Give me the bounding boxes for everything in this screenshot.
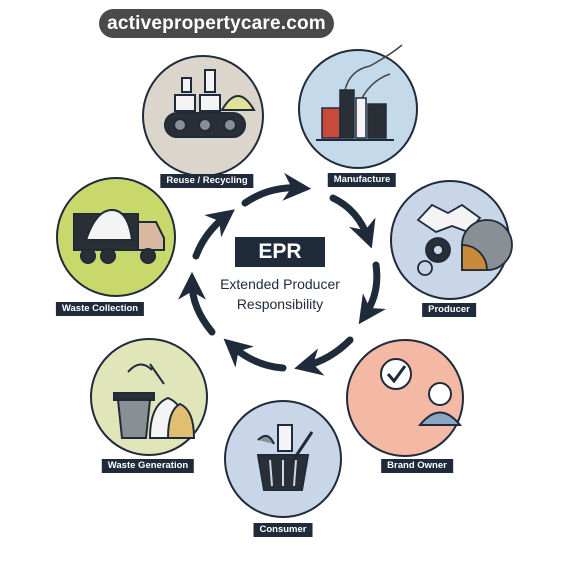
cycle-arrow — [178, 271, 216, 336]
center-subtitle-line1: Extended Producer — [220, 276, 340, 292]
cycle-arrow — [223, 338, 287, 372]
node-waste-collection — [56, 177, 176, 297]
node-manufacture — [298, 44, 418, 169]
label-brand-owner: Brand Owner — [381, 459, 453, 473]
label-manufacture: Manufacture — [327, 173, 397, 187]
label-consumer: Consumer — [253, 523, 313, 537]
node-reuse-recycling — [142, 55, 264, 177]
trash-bin-icon — [113, 363, 196, 439]
cycle-arrow — [329, 194, 376, 249]
center-epr-badge: EPR — [235, 237, 325, 267]
node-producer — [390, 180, 513, 300]
center-subtitle: Extended Producer Responsibility — [200, 274, 360, 314]
label-reuse-recycling: Reuse / Recycling — [160, 174, 254, 188]
cycle-arrow — [192, 209, 235, 260]
garbage-truck-icon — [73, 208, 165, 264]
node-consumer — [224, 400, 342, 518]
handshake-icon — [416, 203, 513, 276]
label-waste-generation: Waste Generation — [101, 459, 195, 473]
watermark: activepropertycare.com — [99, 9, 334, 38]
person-check-icon — [380, 358, 463, 426]
cycle-arrow — [358, 261, 387, 325]
node-brand-owner — [346, 339, 464, 457]
cycle-arrows — [178, 172, 387, 376]
conveyor-recycling-icon — [164, 69, 256, 138]
label-producer: Producer — [422, 303, 476, 317]
factory-icon — [316, 44, 403, 141]
shopping-basket-icon — [256, 424, 314, 491]
label-waste-collection: Waste Collection — [55, 302, 145, 316]
cycle-arrow — [241, 172, 312, 207]
center-subtitle-line2: Responsibility — [236, 296, 324, 312]
node-waste-generation — [90, 338, 208, 456]
cycle-arrow — [294, 336, 354, 376]
